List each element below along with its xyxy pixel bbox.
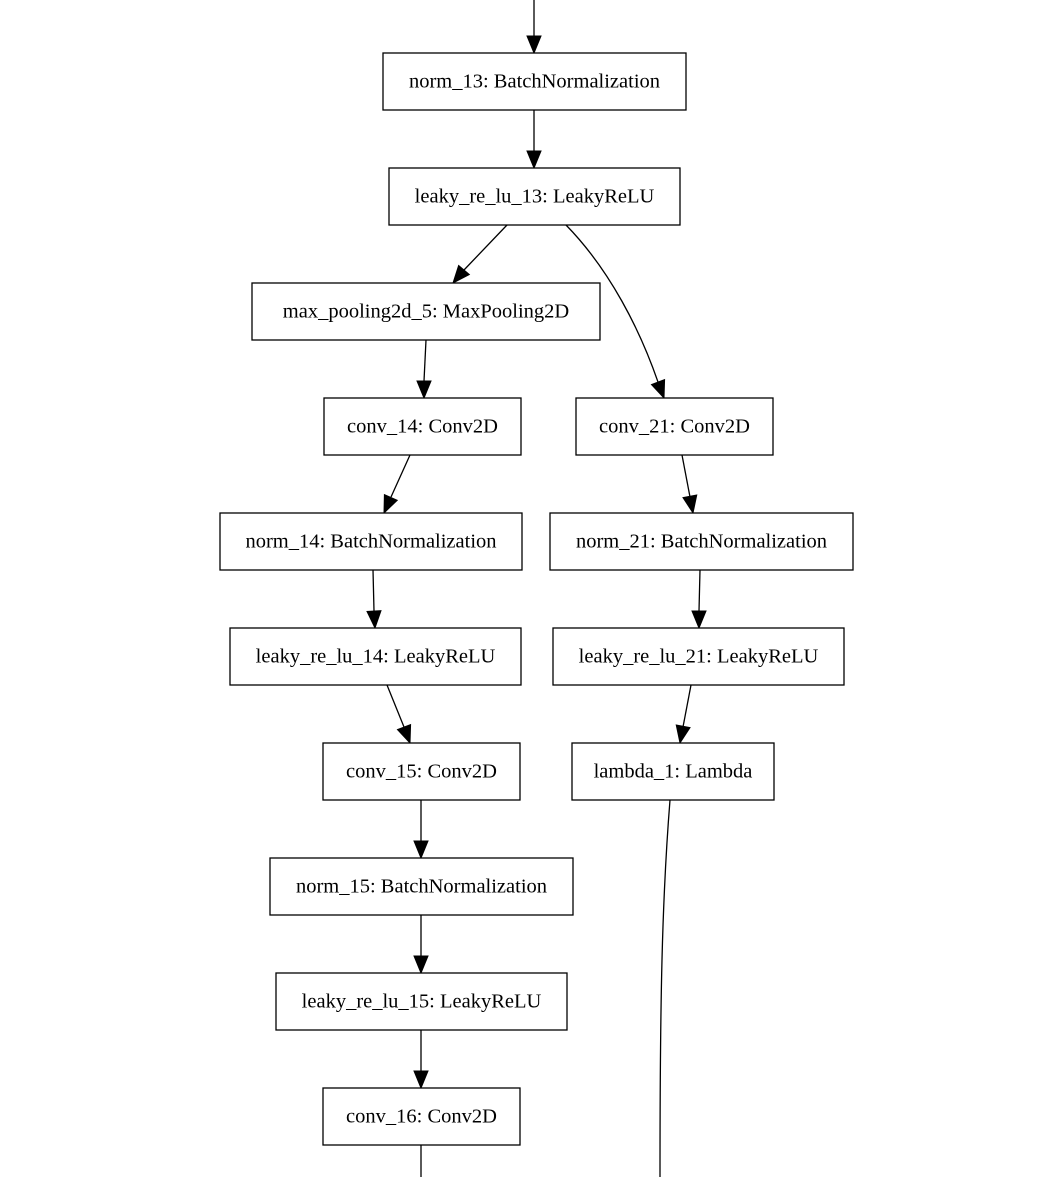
edge-leaky_re_lu_15-to-conv_16 bbox=[413, 1030, 429, 1090]
arrowhead-icon bbox=[413, 1070, 429, 1090]
node-leaky-re-lu-15: leaky_re_lu_15: LeakyReLU bbox=[275, 972, 568, 1031]
edge-line bbox=[681, 454, 691, 498]
node-label: conv_15: Conv2D bbox=[346, 761, 497, 783]
node-label: norm_15: BatchNormalization bbox=[296, 876, 547, 898]
edge-norm_21-to-leaky_re_lu_21 bbox=[691, 569, 707, 630]
node-box bbox=[552, 627, 845, 686]
edge-lambda_1-to-output bbox=[659, 799, 671, 1177]
node-box bbox=[388, 167, 681, 226]
edge-line bbox=[682, 684, 692, 728]
node-box bbox=[549, 512, 854, 571]
edge-leaky_re_lu_13-to-max_pooling2d_5 bbox=[452, 224, 508, 285]
node-label: leaky_re_lu_13: LeakyReLU bbox=[415, 186, 655, 208]
edge-line bbox=[390, 454, 411, 498]
edge-line bbox=[386, 684, 405, 728]
edge-line bbox=[659, 799, 671, 1177]
arrowhead-icon bbox=[682, 494, 698, 515]
arrowhead-icon bbox=[396, 723, 412, 745]
node-label: leaky_re_lu_14: LeakyReLU bbox=[256, 646, 496, 668]
node-box bbox=[323, 397, 522, 456]
edge-line bbox=[565, 224, 659, 383]
arrowhead-icon bbox=[413, 955, 429, 975]
node-max-pooling2d-5: max_pooling2d_5: MaxPooling2D bbox=[251, 282, 601, 341]
edge-conv_15-to-norm_15 bbox=[413, 800, 429, 860]
node-lambda-1: lambda_1: Lambda bbox=[571, 742, 775, 801]
node-norm-21: norm_21: BatchNormalization bbox=[549, 512, 854, 571]
node-box bbox=[571, 742, 775, 801]
node-label: lambda_1: Lambda bbox=[594, 761, 753, 783]
edge-line bbox=[423, 339, 427, 382]
arrowhead-icon bbox=[650, 378, 666, 400]
node-conv-16: conv_16: Conv2D bbox=[322, 1087, 521, 1146]
edge-conv_14-to-norm_14 bbox=[383, 454, 411, 515]
edge-line bbox=[698, 569, 701, 612]
node-box bbox=[575, 397, 774, 456]
arrowhead-icon bbox=[691, 610, 707, 630]
edge-conv_21-to-norm_21 bbox=[681, 454, 698, 515]
edges-layer bbox=[366, 0, 707, 1177]
arrowhead-icon bbox=[383, 493, 399, 515]
arrowhead-icon bbox=[366, 610, 382, 630]
node-label: norm_13: BatchNormalization bbox=[409, 71, 660, 93]
node-box bbox=[275, 972, 568, 1031]
edge-input-to-norm_13 bbox=[526, 0, 542, 55]
node-leaky-re-lu-14: leaky_re_lu_14: LeakyReLU bbox=[229, 627, 522, 686]
node-label: max_pooling2d_5: MaxPooling2D bbox=[283, 301, 569, 323]
node-norm-13: norm_13: BatchNormalization bbox=[382, 52, 687, 111]
node-label: leaky_re_lu_21: LeakyReLU bbox=[579, 646, 819, 668]
node-box bbox=[382, 52, 687, 111]
nodes-layer: norm_13: BatchNormalization leaky_re_lu_1… bbox=[219, 52, 854, 1146]
node-box bbox=[219, 512, 523, 571]
edge-leaky_re_lu_21-to-lambda_1 bbox=[675, 684, 692, 745]
node-label: conv_14: Conv2D bbox=[347, 416, 498, 438]
node-norm-15: norm_15: BatchNormalization bbox=[269, 857, 574, 916]
edge-max_pooling2d_5-to-conv_14 bbox=[416, 339, 432, 400]
node-leaky-re-lu-21: leaky_re_lu_21: LeakyReLU bbox=[552, 627, 845, 686]
node-conv-21: conv_21: Conv2D bbox=[575, 397, 774, 456]
edge-norm_14-to-leaky_re_lu_14 bbox=[366, 569, 382, 630]
node-conv-14: conv_14: Conv2D bbox=[323, 397, 522, 456]
arrowhead-icon bbox=[526, 35, 542, 55]
node-box bbox=[322, 1087, 521, 1146]
edge-leaky_re_lu_13-to-conv_21 bbox=[565, 224, 666, 400]
node-label: conv_21: Conv2D bbox=[599, 416, 750, 438]
node-conv-15: conv_15: Conv2D bbox=[322, 742, 521, 801]
arrowhead-icon bbox=[675, 724, 691, 745]
arrowhead-icon bbox=[526, 150, 542, 170]
arrowhead-icon bbox=[416, 380, 432, 400]
edge-leaky_re_lu_14-to-conv_15 bbox=[386, 684, 412, 745]
edge-norm_13-to-leaky_re_lu_13 bbox=[526, 110, 542, 170]
node-norm-14: norm_14: BatchNormalization bbox=[219, 512, 523, 571]
arrowhead-icon bbox=[413, 840, 429, 860]
edge-line bbox=[372, 569, 375, 612]
node-box bbox=[229, 627, 522, 686]
node-label: conv_16: Conv2D bbox=[346, 1106, 497, 1128]
edge-norm_15-to-leaky_re_lu_15 bbox=[413, 915, 429, 975]
node-box bbox=[251, 282, 601, 341]
node-label: norm_14: BatchNormalization bbox=[245, 531, 496, 553]
node-label: norm_21: BatchNormalization bbox=[576, 531, 827, 553]
node-box bbox=[269, 857, 574, 916]
edge-line bbox=[463, 224, 508, 271]
node-leaky-re-lu-13: leaky_re_lu_13: LeakyReLU bbox=[388, 167, 681, 226]
node-box bbox=[322, 742, 521, 801]
arrowhead-icon bbox=[452, 264, 471, 285]
node-label: leaky_re_lu_15: LeakyReLU bbox=[302, 991, 542, 1013]
